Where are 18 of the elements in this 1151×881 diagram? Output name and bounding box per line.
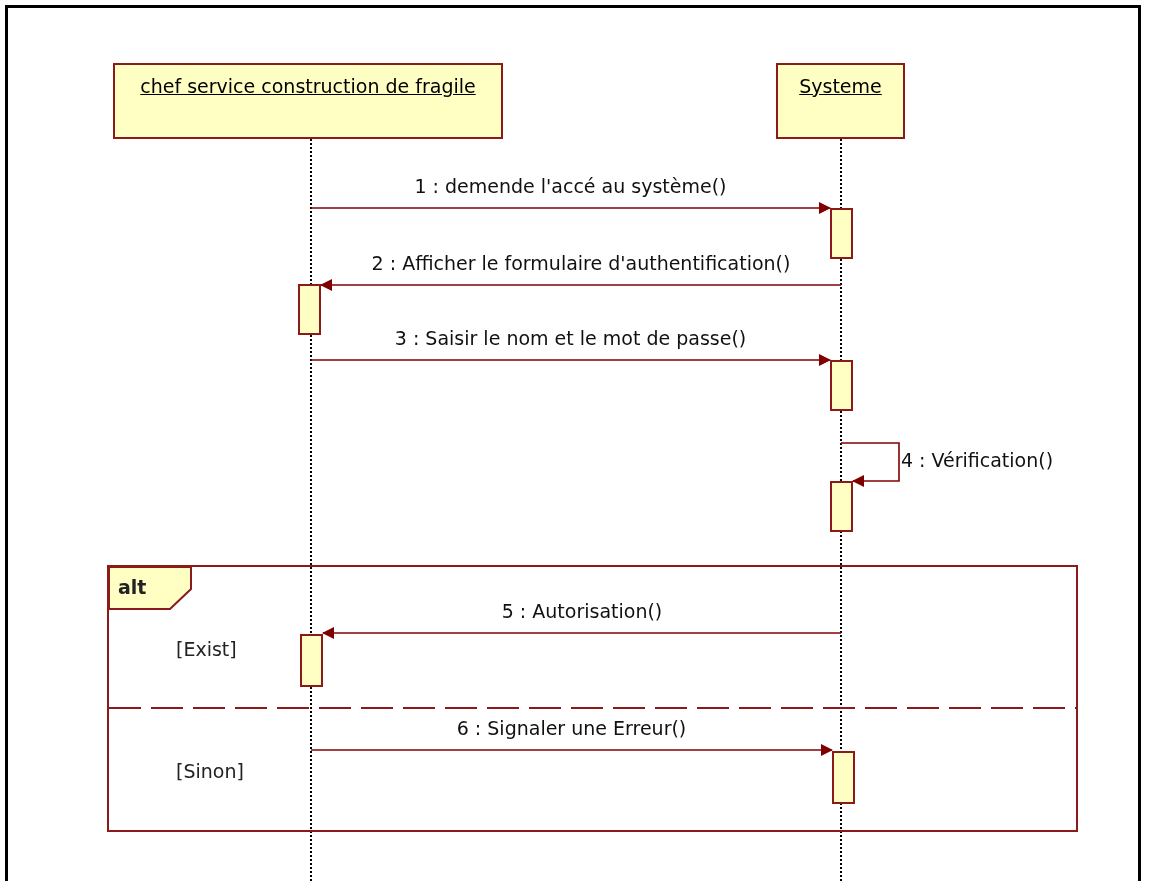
guard-condition: [Sinon] xyxy=(176,760,244,782)
operator-label: alt xyxy=(118,576,147,598)
activation-bar xyxy=(830,481,853,532)
message-arrow xyxy=(310,744,833,756)
message-arrow xyxy=(310,202,831,214)
lifeline-head: chef service construction de fragile xyxy=(113,63,503,139)
activation-bar xyxy=(832,751,855,804)
activation-bar xyxy=(830,360,853,411)
activation-bar xyxy=(830,208,853,259)
message-arrow xyxy=(840,442,900,487)
activation-bar xyxy=(300,634,323,687)
activation-bar xyxy=(298,284,321,335)
message-arrow xyxy=(310,354,831,366)
alt-frame xyxy=(107,565,1078,832)
message-arrow xyxy=(322,627,842,639)
lifeline-head: Systeme xyxy=(776,63,905,139)
message-arrow xyxy=(320,279,842,291)
guard-condition: [Exist] xyxy=(176,638,237,660)
